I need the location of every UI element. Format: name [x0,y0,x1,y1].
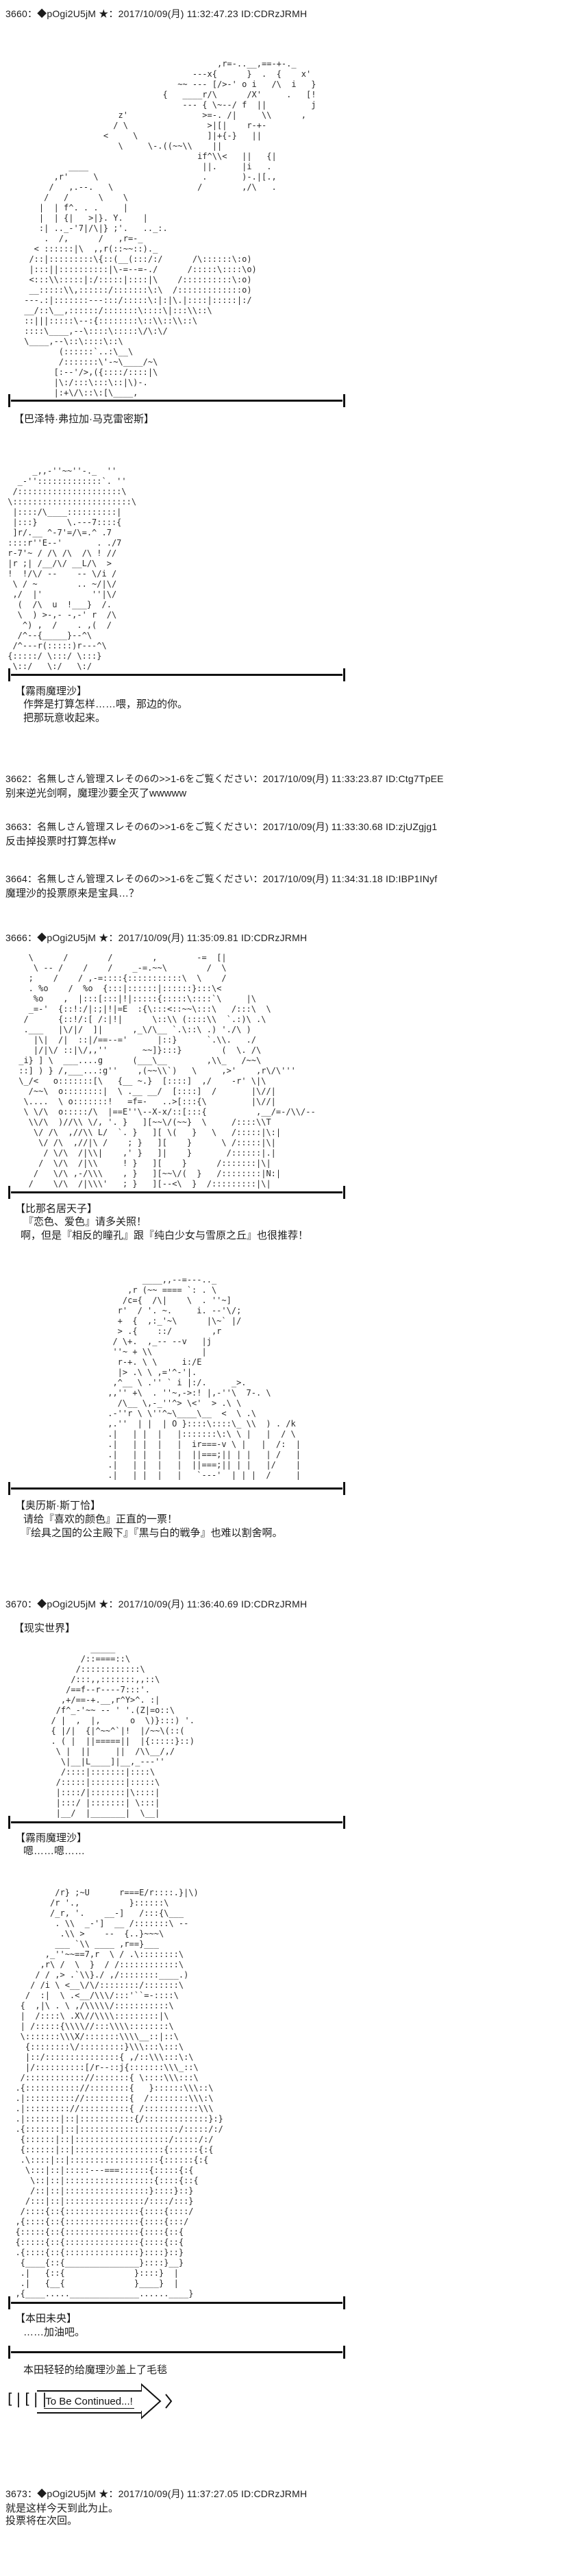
section-divider [8,1816,345,1829]
ascii-art-marisa-sitting: _,,-''~~''-._ '' _-'':::::::::::::`. '' … [8,466,137,671]
divider-line [11,674,342,676]
divider-tick-right [343,1482,345,1495]
section-divider [8,668,345,681]
post-header-3670: 3670：◆pOgi2U5jM ★：2017/10/09(月) 11:36:40… [5,1599,308,1609]
post-body-3662: 别来逆光剑啊，魔理沙要全灭了wwwww [5,788,187,799]
divider-tick-left [8,394,10,407]
section-divider [8,1482,345,1495]
divider-tick-right [343,394,345,407]
ascii-art-tenshi-scene: \ / / , -= [| \ -- / / / _-=.~~\ / \ ; /… [18,953,316,1189]
divider-line [11,1821,342,1823]
divider-tick-right [343,2296,345,2309]
dialogue-line: ……加油吧。 [23,2326,86,2338]
dialogue-line: 作弊是打算怎样……喂，那边的你。 [23,698,188,710]
speaker-label-marisa: 【霧雨魔理沙】 [15,685,88,697]
to-be-continued-label: To Be Continued...! [44,2395,134,2409]
dialogue-line: 『恋色、爱色』请多关照！ [23,1216,147,1228]
scene-label-real-world: 【现实世界】 [14,1623,76,1634]
post-header-3666: 3666：◆pOgi2U5jM ★：2017/10/09(月) 11:35:09… [5,932,308,943]
speaker-label-tenshi: 【比那名居天子】 [15,1203,98,1215]
divider-tick-left [8,668,10,681]
divider-tick-left [8,1816,10,1829]
ascii-art-real-world: _____ /::====::\ /::::::::::::\ /:::,,::… [51,1644,195,1818]
section-divider [8,1186,345,1199]
speaker-label-aulis: 【奥历斯·斯丁恰】 [15,1500,101,1511]
divider-tick-left [8,2346,10,2359]
divider-tick-left [8,1186,10,1199]
speaker-label-marisa: 【霧雨魔理沙】 [15,1832,88,1844]
post-body-3673-line2: 投票将在次回。 [5,2515,78,2527]
ascii-art-mio-blanket: /r} ;~U r===E/r::::.}|\) /r '., }::::::\… [15,1888,223,2298]
narration-text: 本田轻轻的给魔理沙盖上了毛毯 [23,2364,168,2376]
divider-tick-right [343,1816,345,1829]
dialogue-line: 把那玩意收起来。 [23,712,106,724]
post-header-3664: 3664：名無しさん管理スレその6の>>1-6をご覧ください：2017/10/0… [5,873,438,884]
post-body-3664: 魔理沙的投票原来是宝具…？ [5,888,140,899]
divider-tick-right [343,2346,345,2359]
divider-line [11,2351,342,2353]
to-be-continued-banner: [|[|| To Be Continued...! [5,2383,177,2424]
ascii-art-battle-scene: ,r=-..__,==-+-._ ---x{ } . { x' ~~ --- [… [24,59,316,398]
post-body-3673-line1: 就是这样今天到此为止。 [5,2503,119,2514]
dialogue-line: 啊，但是『相反的瞳孔』跟『纯白少女与雪原之丘』也很推荐！ [21,1230,309,1241]
dialogue-line: 嗯……嗯…… [23,1845,86,1857]
post-header-3660: 3660：◆pOgi2U5jM ★：2017/10/09(月) 11:32:47… [5,8,308,19]
divider-line [11,1487,342,1490]
divider-line [11,1191,342,1193]
speaker-label-mio: 【本田未央】 [15,2313,77,2324]
arrow-right-icon [141,2383,173,2420]
divider-tick-right [343,1186,345,1199]
post-header-3662: 3662：名無しさん管理スレその6の>>1-6をご覧ください：2017/10/0… [5,773,444,784]
ascii-art-aulis-portrait: ____,,--=---.._ ,r (~~ ==== `: . \ /c={ … [108,1275,301,1480]
divider-tick-right [343,668,345,681]
divider-line [11,2302,342,2304]
dialogue-line: 『绘具之国的公主殿下』『黒与白的戦争』也难以割舍啊。 [21,1527,283,1539]
dialogue-line: 请给『喜欢的颜色』正直的一票！ [23,1514,178,1525]
banner-band: To Be Continued...! [37,2390,141,2414]
section-divider [8,2296,345,2309]
post-body-3663: 反击掉投票时打算怎样w [5,836,116,847]
divider-tick-left [8,2296,10,2309]
divider-tick-left [8,1482,10,1495]
divider-line [11,400,342,402]
post-header-3673: 3673：◆pOgi2U5jM ★：2017/10/09(月) 11:37:27… [5,2488,308,2499]
speaker-label-bazett: 【巴泽特·弗拉加·马克雷密斯】 [14,413,154,425]
section-divider [8,394,345,407]
banner-prefix-glyphs: [|[|| [5,2391,49,2407]
post-header-3663: 3663：名無しさん管理スレその6の>>1-6をご覧ください：2017/10/0… [5,821,438,832]
section-divider [8,2346,345,2359]
